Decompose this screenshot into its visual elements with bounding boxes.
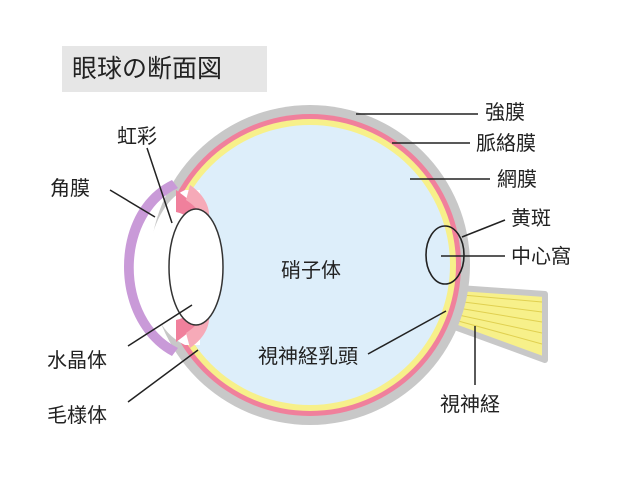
label-fovea: 中心窩 <box>511 244 571 268</box>
label-ciliary: 毛様体 <box>47 403 107 427</box>
leader-macula <box>461 219 506 238</box>
label-choroid: 脈絡膜 <box>476 131 536 155</box>
label-vitreous: 硝子体 <box>281 258 341 282</box>
leader-cornea <box>109 189 156 218</box>
label-iris: 虹彩 <box>117 124 157 148</box>
label-optic-nerve: 視神経 <box>440 392 500 416</box>
diagram-title: 眼球の断面図 <box>72 54 223 83</box>
label-cornea: 角膜 <box>50 176 90 200</box>
macula-marker <box>425 225 465 285</box>
leader-iris <box>146 147 173 224</box>
label-sclera: 強膜 <box>485 100 525 124</box>
leader-ciliary <box>127 349 199 403</box>
lens-shape <box>168 208 224 326</box>
leader-optic-disc <box>367 310 447 355</box>
leader-lines <box>109 113 506 403</box>
label-lens: 水晶体 <box>47 348 107 372</box>
cornea-shape <box>124 180 178 356</box>
label-macula: 黄斑 <box>511 206 551 230</box>
vitreous-body <box>170 125 450 405</box>
label-optic-disc: 視神経乳頭 <box>258 344 358 368</box>
title-box <box>62 46 267 92</box>
label-retina: 網膜 <box>497 167 537 191</box>
leader-lens <box>127 304 193 347</box>
